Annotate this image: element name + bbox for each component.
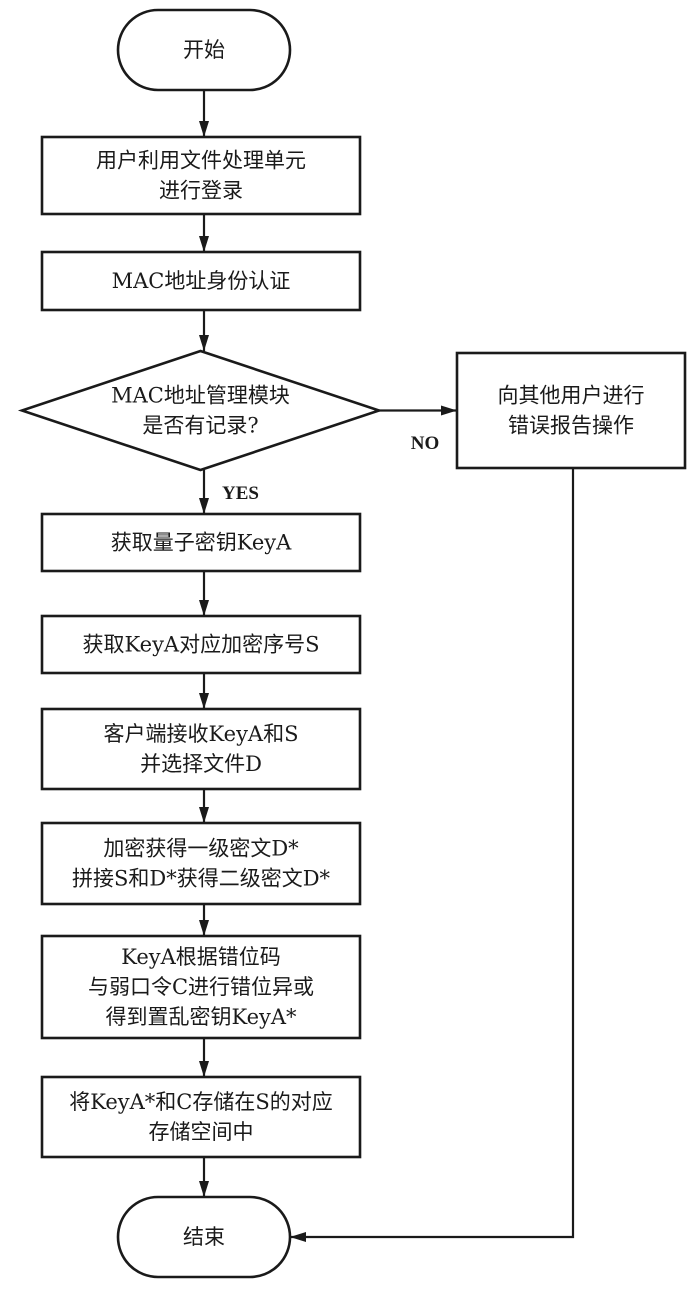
edge-label-yes: YES [222, 483, 259, 504]
node-label-line: 是否有记录? [142, 414, 258, 438]
node-label-line: MAC地址身份认证 [112, 269, 291, 293]
edge-mac-auth-to-mac-check [199, 310, 209, 351]
connector-line [290, 468, 575, 1239]
process-box [40, 135, 362, 216]
edge-login-to-mac-auth [199, 214, 209, 252]
arrowhead [441, 405, 457, 416]
node-label-line: 与弱口令C进行错位异或 [88, 975, 314, 999]
arrowhead [199, 335, 209, 351]
edge-mac-check-to-error-report [379, 405, 457, 416]
process-box [40, 1075, 362, 1159]
node-label-line: 获取量子密钥KeyA [111, 531, 292, 555]
process-box [40, 614, 362, 675]
node-start: 开始 [116, 8, 292, 92]
arrowhead [199, 498, 209, 514]
edge-encrypt-to-scramble [199, 904, 209, 936]
process-box [40, 821, 362, 906]
edge-client-recv-to-encrypt [199, 789, 209, 823]
node-client-recv: 客户端接收KeyA和S 并选择文件D [40, 707, 362, 791]
terminator-shape [116, 1195, 292, 1279]
process-box [40, 512, 362, 573]
node-label-line: 结束 [183, 1225, 225, 1249]
decision-diamond [17, 349, 384, 472]
arrowhead [199, 1061, 209, 1077]
node-label-line: 并选择文件D [140, 752, 262, 776]
node-label-line: 错误报告操作 [508, 414, 634, 438]
node-label-line: 存储空间中 [149, 1120, 254, 1144]
edge-store-to-end [199, 1157, 209, 1197]
arrowhead [199, 236, 209, 252]
edge-mac-check-to-get-key [199, 470, 209, 514]
edges-layer [199, 90, 575, 1242]
node-encrypt: 加密获得一级密文D* 拼接S和D*获得二级密文D* [40, 821, 362, 906]
arrowhead [199, 693, 209, 709]
node-get-key: 获取量子密钥KeyA [40, 512, 362, 573]
edge-labels-layer: NO YES [222, 433, 439, 504]
node-label-line: 向其他用户进行 [498, 384, 645, 408]
node-label-line: 进行登录 [159, 179, 243, 203]
arrowhead [199, 807, 209, 823]
node-label-line: 开始 [183, 38, 225, 62]
arrowhead [199, 600, 209, 616]
node-label-line: 客户端接收KeyA和S [104, 722, 299, 746]
node-label-line: KeyA根据错位码 [121, 945, 281, 969]
node-label-line: 将KeyA*和C存储在S的对应 [69, 1090, 333, 1114]
node-label-line: 加密获得一级密文D* [103, 837, 299, 861]
arrowhead [290, 1232, 306, 1242]
node-get-seq: 获取KeyA对应加密序号S [40, 614, 362, 675]
process-box [40, 934, 362, 1040]
node-label-line: 拼接S和D*获得二级密文D* [72, 867, 331, 891]
node-label-line: 用户利用文件处理单元 [96, 149, 306, 173]
edge-scramble-to-store [199, 1038, 209, 1077]
terminator-shape [116, 8, 292, 92]
arrowhead [199, 920, 209, 936]
edge-get-seq-to-client-recv [199, 673, 209, 709]
node-label-line: MAC地址管理模块 [111, 384, 290, 408]
process-box [40, 707, 362, 791]
arrowhead [199, 121, 209, 137]
node-label-line: 获取KeyA对应加密序号S [83, 633, 320, 657]
node-end: 结束 [116, 1195, 292, 1279]
edge-get-key-to-get-seq [199, 571, 209, 616]
process-box [455, 351, 687, 470]
process-box [40, 250, 362, 312]
node-mac-auth: MAC地址身份认证 [40, 250, 362, 312]
edge-error-report-to-end [290, 468, 575, 1242]
arrowhead [199, 1181, 209, 1197]
node-label-line: 得到置乱密钥KeyA* [105, 1005, 297, 1029]
edge-label-no: NO [411, 433, 440, 454]
edge-start-to-login [199, 90, 209, 137]
